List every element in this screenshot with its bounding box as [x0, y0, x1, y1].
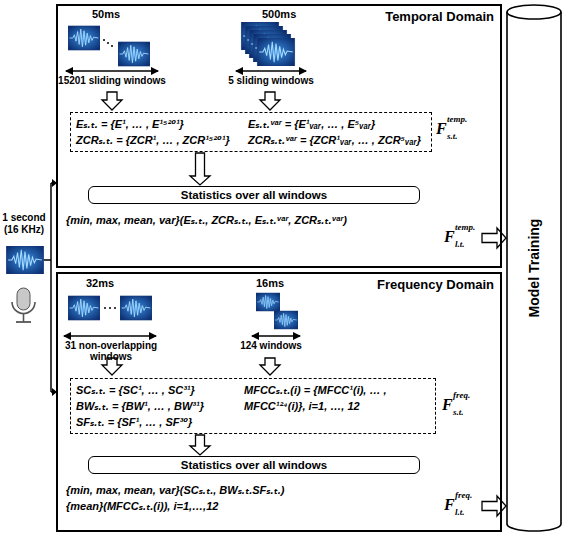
window-count: 31 non-overlapping windows: [46, 340, 176, 362]
formula-column: Eₛ.ₜ.ᵛᵃʳ = {E¹ᵥₐᵣ, … , E⁵ᵥₐᵣ}ZCRₛ.ₜ.ᵛᵃʳ …: [248, 116, 426, 148]
statistics-formula: {min, max, mean, var}(SCₛ.ₜ., BWₛ.ₜ.SFₛ.…: [66, 484, 285, 497]
hollow-arrow: [190, 435, 210, 455]
feature-formula: Eₛ.ₜ.ᵛᵃʳ = {E¹ᵥₐᵣ, … , E⁵ᵥₐᵣ}: [248, 116, 426, 132]
window-count: 124 windows: [226, 340, 316, 351]
window-length: 16ms: [256, 277, 284, 289]
span-line: [252, 335, 300, 336]
window-wave: [68, 296, 100, 320]
feature-superscript: temp.: [447, 114, 467, 124]
hollow-arrow: [260, 358, 280, 375]
dots: [103, 39, 113, 47]
model-training-cylinder: Model Training: [506, 4, 562, 532]
window-count: 15201 sliding windows: [57, 75, 167, 86]
statistics-formula: {min, max, mean, var}(Eₛ.ₜ., ZCRₛ.ₜ., Eₛ…: [66, 214, 347, 227]
formula-column: MFCCₛ.ₜ.(i) = {MFCC¹(i), … , MFCC¹²⁴(i)}…: [244, 382, 430, 430]
box-label: Statistics over all windows: [93, 189, 415, 201]
window-wave: [118, 42, 150, 66]
feature-subscript: l.t.: [455, 239, 465, 249]
feature-superscript: freq.: [453, 390, 470, 400]
span-line: [66, 70, 158, 71]
window-length: 500ms: [262, 8, 296, 20]
statistics-box: Statistics over all windows: [88, 456, 420, 474]
domain-title: Temporal Domain: [385, 9, 494, 24]
window-wave: [257, 38, 294, 66]
feature-box: Eₛ.ₜ. = {E¹, … , E¹⁵²⁰¹}ZCRₛ.ₜ. = {ZCR¹,…: [70, 112, 432, 152]
formula-column: SCₛ.ₜ. = {SC¹, … , SC³¹}BWₛ.ₜ. = {BW¹, ……: [76, 382, 244, 430]
feature-superscript: freq.: [455, 490, 472, 500]
statistics-box: Statistics over all windows: [88, 186, 420, 204]
window-length: 50ms: [92, 8, 120, 20]
hollow-arrow: [482, 496, 506, 516]
domain-box: Temporal DomainEₛ.ₜ. = {E¹, … , E¹⁵²⁰¹}Z…: [56, 4, 502, 268]
hollow-arrow: [482, 228, 506, 248]
window-length: 32ms: [86, 277, 114, 289]
feature-symbol: F: [436, 120, 447, 138]
dots: [104, 307, 116, 309]
box-label: Model Training: [526, 219, 542, 318]
input-wave: [6, 246, 43, 274]
formula-column: Eₛ.ₜ. = {E¹, … , E¹⁵²⁰¹}ZCRₛ.ₜ. = {ZCR¹,…: [76, 116, 248, 148]
box-label: Statistics over all windows: [93, 459, 415, 471]
feature-subscript: s.t.: [453, 407, 464, 417]
span-line: [64, 335, 156, 336]
feature-subscript: l.t.: [455, 507, 465, 517]
feature-formula: BWₛ.ₜ. = {BW¹, … , BW³¹}: [76, 398, 244, 414]
feature-subscript: s.t.: [447, 131, 458, 141]
feature-formula: SFₛ.ₜ. = {SF¹, … , SF³⁰}: [76, 414, 244, 430]
feature-symbol: F: [444, 496, 455, 514]
window-count: 5 sliding windows: [216, 75, 326, 86]
feature-symbol: F: [442, 396, 453, 414]
feature-formula: SCₛ.ₜ. = {SC¹, … , SC³¹}: [76, 382, 244, 398]
domain-title: Frequency Domain: [377, 277, 494, 292]
window-wave: [256, 293, 280, 311]
feature-symbol: F: [444, 228, 455, 246]
hollow-arrow: [102, 92, 122, 110]
input-caption: 1 second (16 KHz): [2, 212, 46, 236]
window-wave: [120, 296, 152, 320]
span-line: [236, 70, 306, 71]
feature-formula: MFCCₛ.ₜ.(i) = {MFCC¹(i), … , MFCC¹²⁴(i)}…: [244, 382, 430, 414]
feature-formula: ZCRₛ.ₜ. = {ZCR¹, … , ZCR¹⁵²⁰¹}: [76, 132, 248, 148]
feature-box: SCₛ.ₜ. = {SC¹, … , SC³¹}BWₛ.ₜ. = {BW¹, ……: [70, 378, 436, 434]
feature-formula: ZCRₛ.ₜ.ᵛᵃʳ = {ZCR¹ᵥₐᵣ, … , ZCR⁵ᵥₐᵣ}: [248, 132, 426, 148]
window-wave: [68, 26, 100, 50]
statistics-formula: {mean}(MFCCₛ.ₜ.(i)), i=1,…,12: [66, 500, 218, 513]
feature-superscript: temp.: [455, 222, 475, 232]
window-wave: [274, 311, 298, 329]
microphone-icon: [12, 288, 35, 322]
hollow-arrow: [260, 92, 280, 110]
feature-formula: Eₛ.ₜ. = {E¹, … , E¹⁵²⁰¹}: [76, 116, 248, 132]
hollow-arrow: [190, 153, 210, 185]
